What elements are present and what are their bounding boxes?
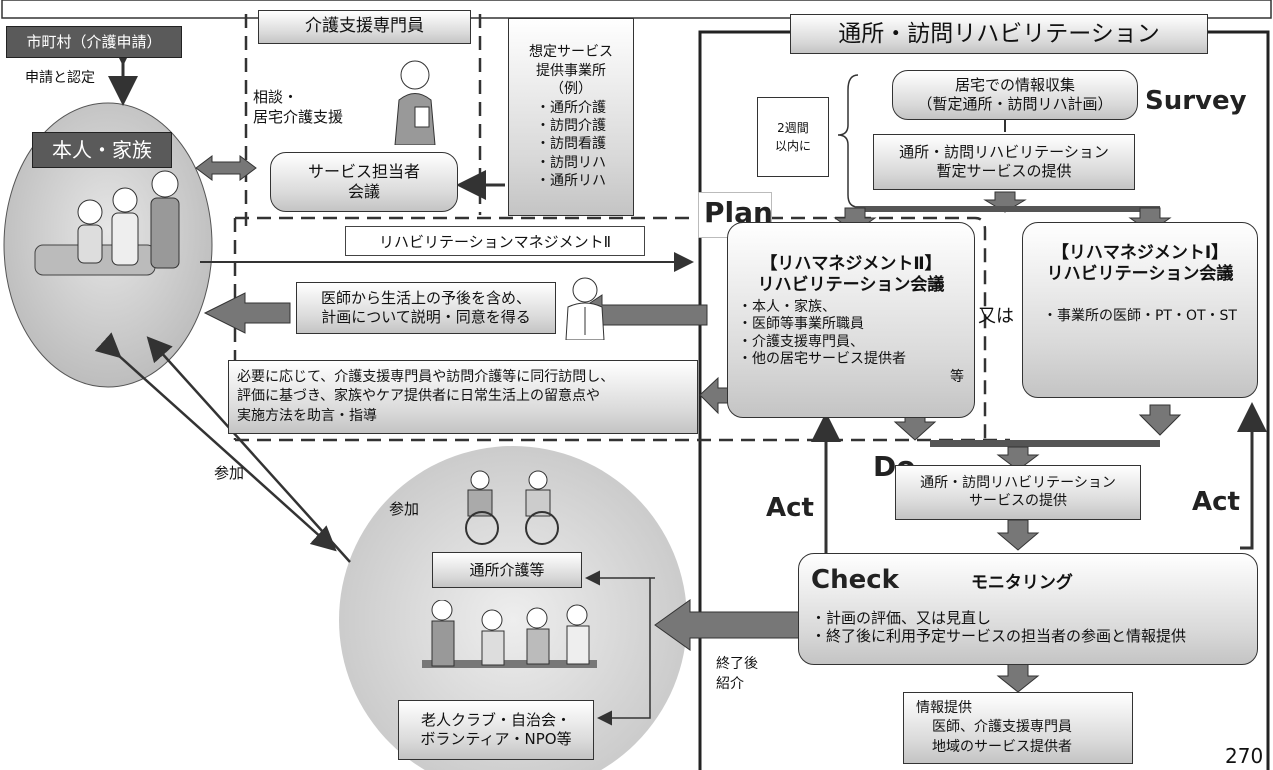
top-frame [1, 0, 1272, 19]
rehab-title-box: 通所・訪問リハビリテーション [790, 14, 1208, 54]
check-item: ・終了後に利用予定サービスの担当者の参画と情報提供 [811, 627, 1187, 646]
check-label: Check [811, 565, 899, 595]
provider-line: 提供事業所 [536, 62, 606, 79]
provider-line: ・通所リハ [536, 173, 606, 190]
accompany-line-2: 評価に基づき、家族やケア提供者に日常生活上の留意点や [237, 388, 601, 405]
rehab-frame-right [1205, 30, 1270, 770]
accompany-box: 必要に応じて、介護支援専門員や訪問介護等に同行訪問し、評価に基づき、家族やケア提… [228, 360, 698, 434]
rehab-mgmt-2-label-box: リハビリテーションマネジメントⅡ [345, 226, 645, 256]
care-manager-box: 介護支援専門員 [258, 10, 471, 44]
rehab-frame-left [698, 30, 795, 770]
day-care-box: 通所介護等 [432, 552, 582, 588]
rehab-mgmt-2-label: リハビリテーションマネジメントⅡ [378, 232, 612, 251]
service-meeting-line-2: 会議 [347, 182, 380, 201]
consult-label: 相談・居宅介護支援 [253, 88, 343, 127]
mgmt-1-subtitle: リハビリテーション会議 [1046, 264, 1234, 285]
doctor-explain-box: 医師から生活上の予後を含め、計画について説明・同意を得る [296, 282, 556, 334]
mgmt-2-item: ・本人・家族、 [738, 298, 836, 315]
page-number: 270 [1225, 744, 1264, 768]
participation-label-2: 参加 [389, 500, 420, 518]
rehab-title: 通所・訪問リハビリテーション [838, 20, 1160, 47]
info-provision-line: 地域のサービス提供者 [932, 738, 1072, 755]
act-right-label: Act [1192, 487, 1240, 517]
mgmt-1-title: 【リハマネジメントⅠ】 [1051, 243, 1229, 263]
provider-line: （例） [550, 81, 592, 98]
doctor-explain-line-2: 計画について説明・同意を得る [321, 308, 531, 326]
provider-line: ・訪問リハ [536, 154, 606, 171]
care-manager-illustration [394, 60, 436, 145]
participation-label-1: 参加 [214, 464, 245, 482]
check-header: Check モニタリング [811, 564, 1245, 597]
provisional-line-1: 通所・訪問リハビリテーション [899, 143, 1109, 162]
mgmt-2-title: 【リハマネジメントⅡ】 [760, 254, 942, 274]
mgmt-2-subtitle: リハビリテーション会議 [757, 275, 945, 296]
act-left-label: Act [766, 493, 814, 523]
person-family-box: 本人・家族 [32, 132, 172, 168]
mgmt-2-item: ・介護支援専門員、 [738, 333, 864, 350]
accompany-line-3: 実施方法を助言・指導 [237, 407, 377, 424]
mgmt-1-item: ・事業所の医師・PT・OT・ST [1042, 307, 1237, 324]
service-meeting-line-1: サービス担当者 [307, 162, 420, 181]
municipality-box: 市町村（介護申請） [6, 26, 182, 58]
provisional-line-2: 暫定サービスの提供 [936, 162, 1072, 180]
info-provision-box: 情報提供 医師、介護支援専門員 地域のサービス提供者 [903, 692, 1133, 764]
mgmt-2-item: ・医師等事業所職員 [738, 316, 864, 332]
providers-box: 想定サービス 提供事業所 （例） ・通所介護 ・訪問介護 ・訪問看護 ・訪問リハ… [508, 18, 634, 216]
community-line-2: ボランティア・NPO等 [420, 730, 572, 748]
mgmt-1-box: 【リハマネジメントⅠ】 リハビリテーション会議 ・事業所の医師・PT・OT・ST [1022, 222, 1258, 398]
info-provision-title: 情報提供 [916, 699, 972, 716]
day-care-label: 通所介護等 [469, 560, 545, 579]
care-manager-title: 介護支援専門員 [305, 16, 424, 37]
home-info-box: 居宅での情報収集（暫定通所・訪問リハ計画） [892, 70, 1138, 120]
home-info-line-1: 居宅での情報収集 [954, 76, 1075, 95]
monitoring-label: モニタリング [970, 573, 1073, 593]
survey-label: Survey [1145, 86, 1247, 116]
check-item: ・計画の評価、又は見直し [811, 608, 992, 627]
provider-line: ・通所介護 [536, 99, 606, 116]
application-label: 申請と認定 [25, 70, 95, 86]
provider-line: ・訪問介護 [536, 118, 606, 134]
after-end-line-2: 紹介 [716, 675, 744, 692]
mgmt-2-item: ・他の居宅サービス提供者 [738, 351, 906, 367]
community-box: 老人クラブ・自治会・ボランティア・NPO等 [398, 700, 594, 760]
wheelchair-illustration [465, 470, 559, 545]
two-weeks-line-1: 2週間 [777, 121, 809, 135]
consult-line-1: 相談・ [253, 88, 299, 106]
mgmt-2-box: 【リハマネジメントⅡ】 リハビリテーション会議 ・本人・家族、 ・医師等事業所職… [727, 222, 975, 418]
participation-circle [339, 446, 687, 770]
consult-line-2: 居宅介護支援 [253, 107, 344, 126]
person-family-label: 本人・家族 [52, 137, 152, 162]
rehab-service-line-1: 通所・訪問リハビリテーション [920, 475, 1116, 491]
check-box: Check モニタリング ・計画の評価、又は見直し ・終了後に利用予定サービスの… [798, 553, 1258, 665]
two-weeks-line-2: 以内に [774, 139, 811, 153]
elderly-group-illustration [422, 600, 597, 668]
family-illustration [34, 170, 180, 276]
provider-line: 想定サービス [529, 44, 613, 61]
accompany-line-1: 必要に応じて、介護支援専門員や訪問介護等に同行訪問し、 [237, 368, 615, 385]
info-provision-line: 医師、介護支援専門員 [932, 719, 1072, 736]
doctor-illustration [565, 277, 605, 340]
community-line-1: 老人クラブ・自治会・ [420, 711, 571, 730]
after-end-label: 終了後紹介 [716, 655, 758, 694]
rehab-service-box: 通所・訪問リハビリテーションサービスの提供 [895, 465, 1141, 520]
two-weeks-box: 2週間以内に [757, 97, 829, 177]
home-info-line-2: （暫定通所・訪問リハ計画） [917, 95, 1113, 113]
service-meeting-box: サービス担当者会議 [270, 152, 458, 212]
after-end-line-1: 終了後 [716, 656, 758, 672]
doctor-explain-line-1: 医師から生活上の予後を含め、 [320, 289, 531, 308]
or-label: 又は [978, 306, 1014, 327]
mgmt-2-tail: 等 [950, 368, 964, 385]
provider-line: ・訪問看護 [536, 136, 606, 153]
municipality-label: 市町村（介護申請） [26, 32, 162, 51]
provisional-service-box: 通所・訪問リハビリテーション暫定サービスの提供 [873, 134, 1135, 190]
rehab-service-line-2: サービスの提供 [969, 492, 1067, 509]
